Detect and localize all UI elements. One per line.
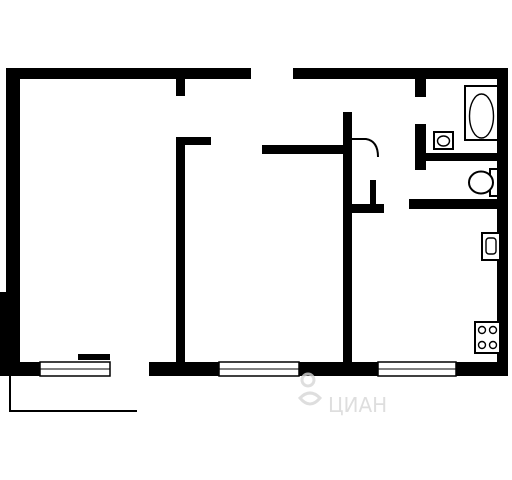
bath-toilet-divider: [415, 153, 508, 161]
toilet-icon: [468, 168, 499, 197]
stove-icon: [474, 321, 501, 354]
wall-top-right: [293, 68, 508, 79]
hallway-wall-top: [262, 145, 352, 154]
wall-right: [497, 68, 508, 376]
door-swing-arc: [352, 138, 379, 158]
wet-room-wall-top: [415, 79, 426, 97]
windows: [39, 354, 457, 377]
toilet-door-jamb: [370, 180, 376, 212]
window-left-sill: [78, 354, 110, 360]
kitchen-wall-top-right: [409, 199, 508, 209]
sink-icon: [481, 232, 501, 261]
wall-stub-bottom-left: [0, 292, 12, 376]
balcony-outline: [9, 376, 137, 412]
wet-room-wall-left: [415, 124, 426, 170]
exterior-walls: [0, 68, 508, 376]
kitchen-wall-top-left: [343, 204, 384, 213]
partition-left: [176, 137, 185, 367]
watermark: ЦИАН: [297, 372, 387, 417]
wall-top-left: [6, 68, 251, 79]
partition-middle: [343, 112, 352, 367]
washbasin-icon: [433, 131, 454, 150]
watermark-text: ЦИАН: [328, 393, 387, 417]
partition-stub-top: [176, 68, 185, 96]
interior-walls: [176, 68, 508, 367]
bathtub-icon: [464, 85, 499, 141]
partition-left-top: [176, 137, 211, 145]
